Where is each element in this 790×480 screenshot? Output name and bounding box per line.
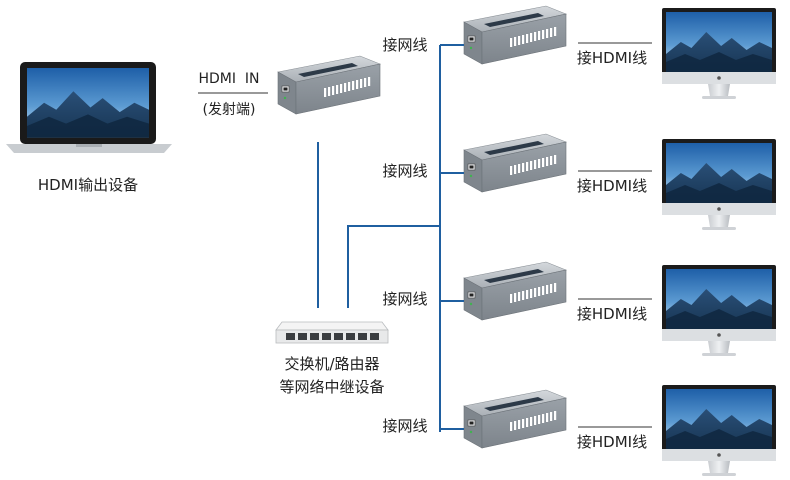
switch-label-line2: 等网络中继设备 <box>279 378 384 396</box>
transmitter-role-label: (发射端) <box>203 102 256 118</box>
laptop <box>6 62 172 153</box>
monitor-3 <box>662 265 776 356</box>
network-cable-label-2: 接网线 <box>382 162 427 180</box>
monitor-4 <box>662 385 776 476</box>
receiver-device-3 <box>463 261 567 321</box>
hdmi-cable-label-2: 接HDMI线 <box>577 177 647 195</box>
switch-label-line1: 交换机/路由器 <box>284 355 379 373</box>
network-cable-label-3: 接网线 <box>382 290 427 308</box>
receiver-device-4 <box>463 389 567 449</box>
source-label: HDMI输出设备 <box>38 176 138 194</box>
network-cable-label-1: 接网线 <box>382 36 427 54</box>
hdmi-cable-label-3: 接HDMI线 <box>577 305 647 323</box>
receiver-device-2 <box>463 133 567 193</box>
monitor-2 <box>662 139 776 230</box>
hdmi-cabling <box>198 42 652 428</box>
hdmi-cable-label-1: 接HDMI线 <box>577 49 647 67</box>
hdmi-cable-label-4: 接HDMI线 <box>577 433 647 451</box>
hdmi-in-label: HDMI IN <box>198 71 259 87</box>
receiver-device-1 <box>463 5 567 65</box>
transmitter-device <box>277 55 381 115</box>
network-cabling <box>317 44 464 432</box>
monitor-1 <box>662 8 776 99</box>
network-cable-label-4: 接网线 <box>382 417 427 435</box>
network-switch <box>275 321 389 344</box>
